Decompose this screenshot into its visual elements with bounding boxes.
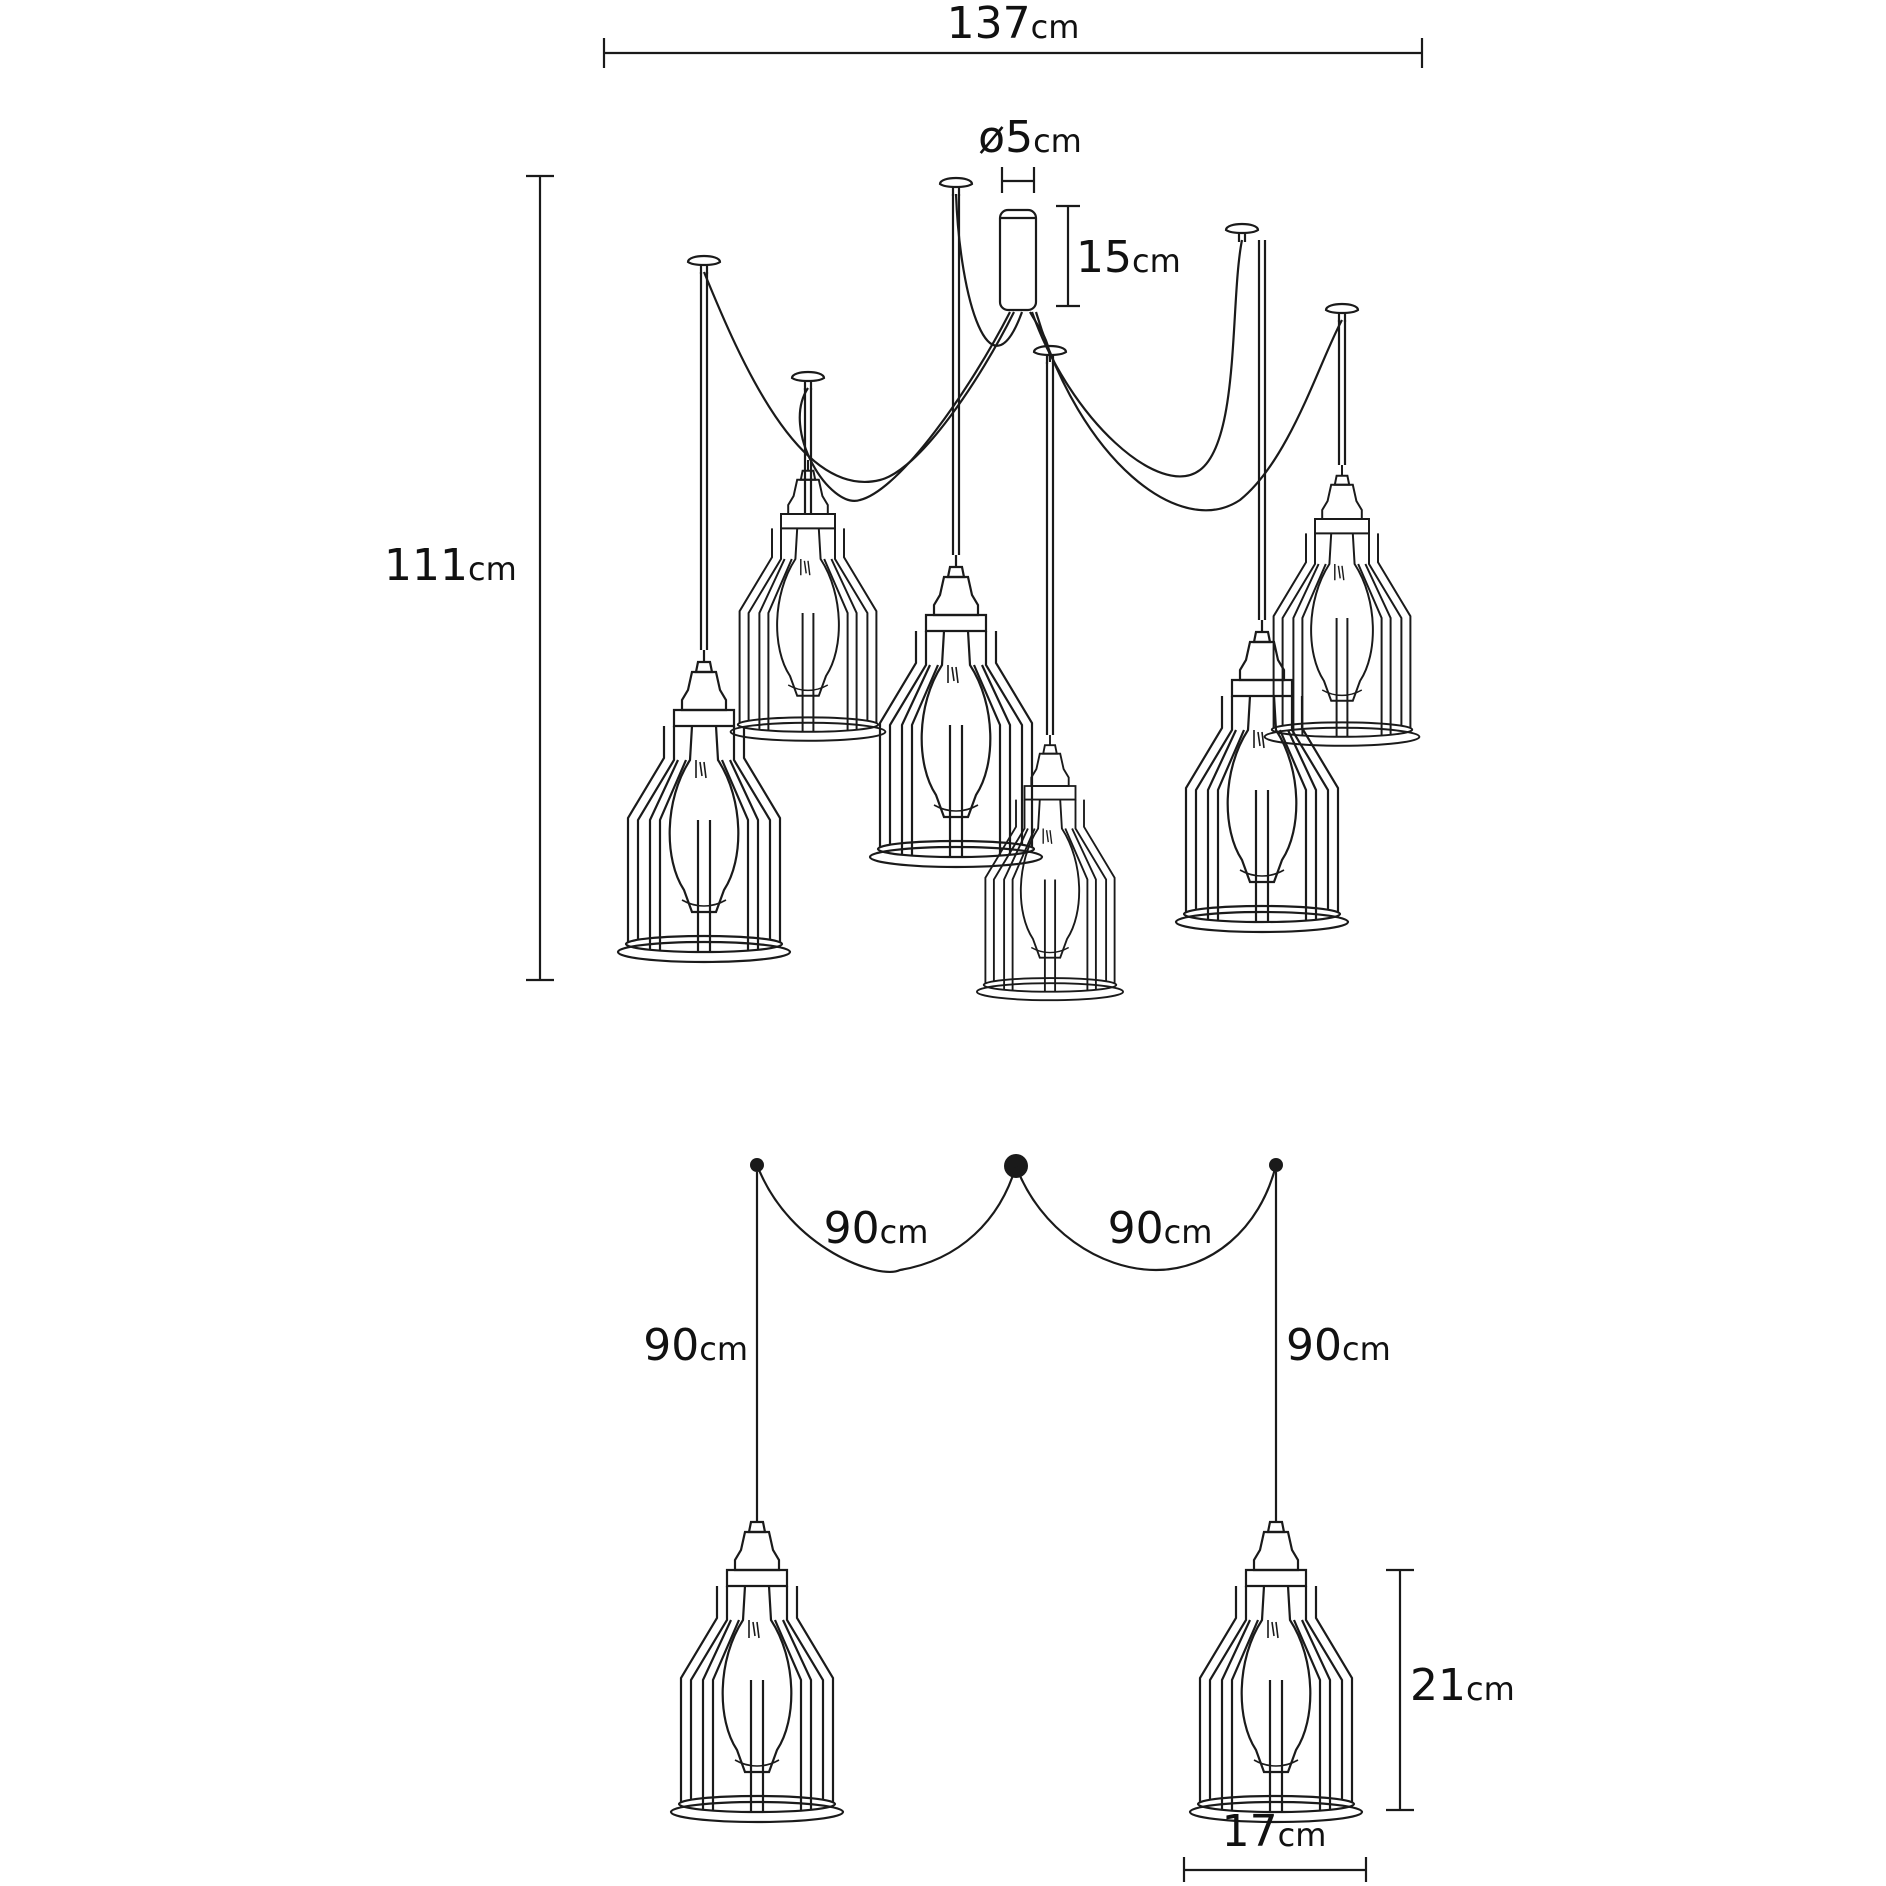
left-swag-label: 90cm xyxy=(824,1203,929,1254)
left-drop-label: 90cm xyxy=(643,1320,748,1371)
shade-height-label: 21cm xyxy=(1410,1660,1515,1711)
pendant-shade-right xyxy=(1174,618,1350,934)
pendant-shade-far-left xyxy=(616,648,792,964)
canopy-diameter-label: ø5cm xyxy=(978,112,1082,163)
pendant-shade-center-low xyxy=(975,734,1125,1002)
width-dimension-line xyxy=(602,38,1424,68)
ceiling-canopy xyxy=(998,208,1038,312)
canopy-height-dimension-line xyxy=(1056,204,1080,308)
pendant-shade-bottom-right xyxy=(1188,1508,1364,1824)
width-label: 137cm xyxy=(947,0,1080,49)
pendant-shade-bottom-left xyxy=(669,1508,845,1824)
pendant-cables xyxy=(699,193,1347,735)
pendant-shade-left xyxy=(729,459,887,742)
left-swag-cable xyxy=(755,1164,1018,1273)
height-dimension-line xyxy=(526,174,554,982)
right-swag-cable xyxy=(1014,1164,1278,1272)
shade-width-dimension-line xyxy=(1182,1857,1368,1882)
canopy-diameter-dimension-line xyxy=(1000,167,1036,193)
height-label: 111cm xyxy=(384,540,517,591)
pendant-shade-far-right xyxy=(1263,464,1421,747)
canopy-height-label: 15cm xyxy=(1076,232,1181,283)
shade-width-label: 17cm xyxy=(1222,1806,1327,1857)
assembled-pendant-drawing: 137cm ø5cm 15cm 111cm xyxy=(384,0,1424,1002)
right-drop-label: 90cm xyxy=(1286,1320,1391,1371)
shade-height-dimension-line xyxy=(1386,1568,1414,1812)
cable-length-drawing: 90cm 90cm 90cm 90cm 21cm xyxy=(643,1154,1515,1882)
right-swag-label: 90cm xyxy=(1108,1203,1213,1254)
